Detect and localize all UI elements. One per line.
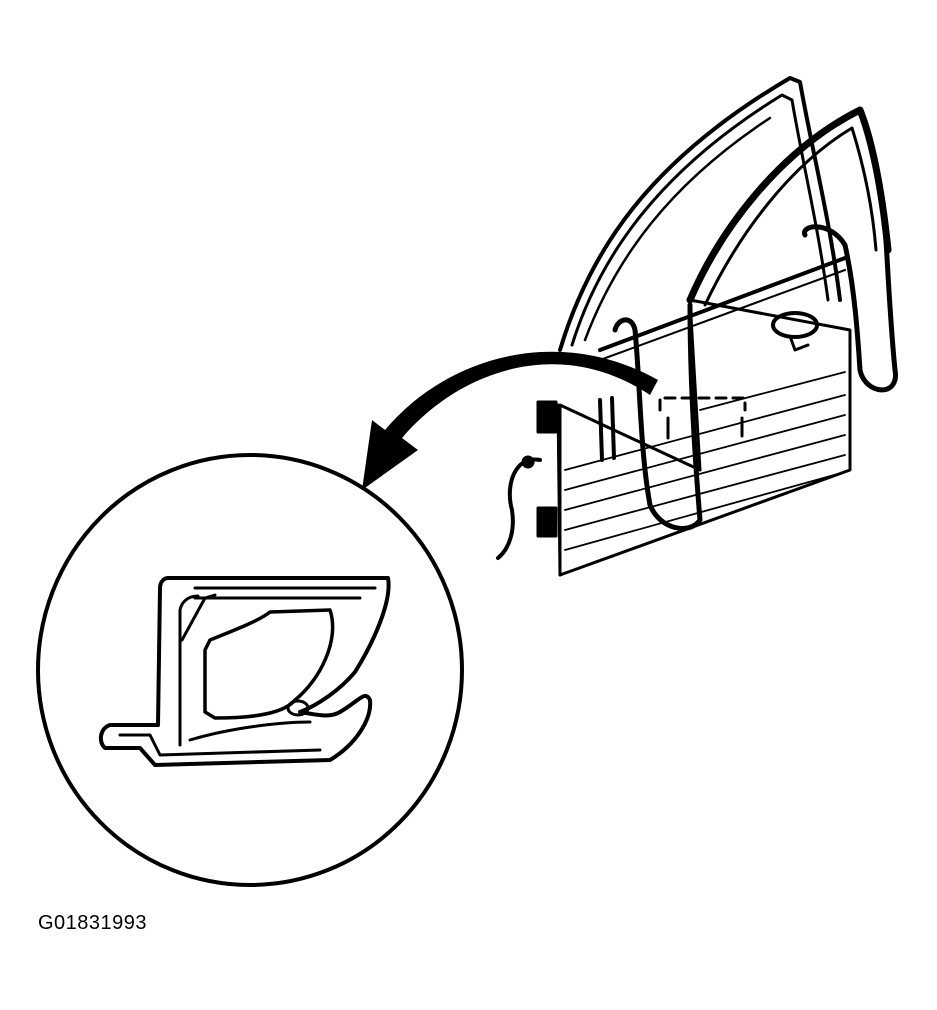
door-belt-line [598, 256, 847, 352]
door-skin [558, 298, 852, 577]
figure-code: G01831993 [38, 912, 148, 934]
glass-run-channel [598, 396, 616, 462]
door-window-frame-inner [703, 126, 878, 307]
door-panel-lines [564, 371, 846, 551]
door-hinges [536, 400, 562, 577]
detail-box [658, 396, 747, 412]
detail-circle [36, 453, 464, 887]
door-weatherstrip [612, 302, 703, 531]
door-assembly [496, 76, 898, 577]
body-opening-inner [570, 93, 830, 347]
mirror-mount [788, 334, 810, 352]
door-weatherstrip-rear [802, 222, 898, 393]
wiring-harness [496, 457, 542, 560]
body-opening-frame [558, 76, 842, 352]
weatherstrip-cross-section [98, 576, 391, 767]
side-mirror [771, 311, 819, 339]
harness-connector [521, 455, 535, 469]
callout-arrow [362, 351, 658, 490]
door-window-frame [686, 106, 892, 304]
a-pillar-edge [583, 116, 772, 342]
door-belt-line-2 [599, 269, 846, 361]
